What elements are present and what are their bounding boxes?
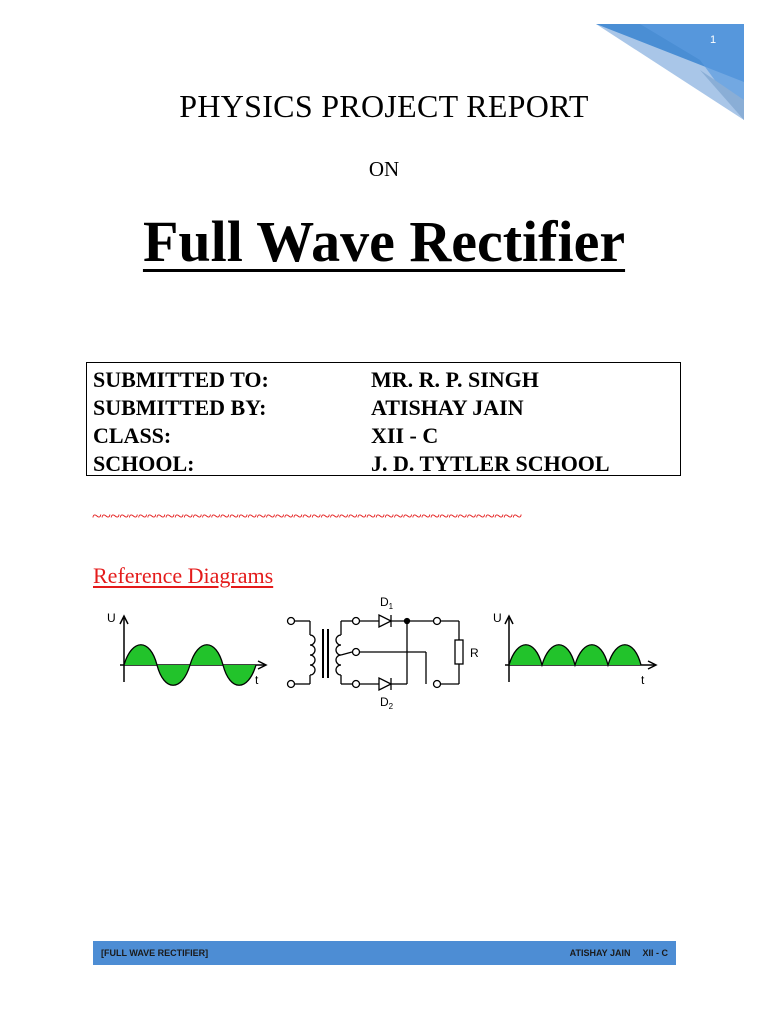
d1-label: D1 xyxy=(380,595,394,611)
footer-title: [FULL WAVE RECTIFIER] xyxy=(101,948,209,958)
corner-decoration xyxy=(596,24,744,120)
ac-waveform-diagram: U t xyxy=(107,611,268,687)
page-number: 1 xyxy=(709,34,717,46)
reference-diagrams: U t xyxy=(107,595,658,711)
info-row-school: SCHOOL: J. D. TYTLER SCHOOL xyxy=(93,450,680,478)
info-box: SUBMITTED TO: MR. R. P. SINGH SUBMITTED … xyxy=(86,362,681,476)
info-key: SCHOOL: xyxy=(93,451,195,476)
tilde-divider: ~~~~~~~~~~~~~~~~~~~~~~~~~~~~~~~~~~~~~~~~… xyxy=(92,506,522,526)
rectifier-circuit-diagram xyxy=(286,613,464,692)
footer-author-class: ATISHAY JAIN XII - C xyxy=(558,948,668,958)
u-axis-label: U xyxy=(107,611,116,625)
info-row-submitted-by: SUBMITTED BY: ATISHAY JAIN xyxy=(93,394,680,422)
footer-author: ATISHAY JAIN xyxy=(569,948,631,958)
info-value: J. D. TYTLER SCHOOL xyxy=(371,451,610,476)
info-key: SUBMITTED TO: xyxy=(93,367,269,392)
info-value: MR. R. P. SINGH xyxy=(371,367,539,392)
footer-class: XII - C xyxy=(642,948,668,958)
reference-heading: Reference Diagrams xyxy=(93,563,274,588)
t-axis-label: t xyxy=(255,673,259,687)
page-footer: [FULL WAVE RECTIFIER] ATISHAY JAIN XII - … xyxy=(93,941,676,965)
main-title: Full Wave Rectifier xyxy=(142,209,626,274)
u-axis-label: U xyxy=(493,611,502,625)
rectified-waveform-diagram: U t xyxy=(493,611,658,687)
resistor-label: R xyxy=(470,646,479,660)
info-key: CLASS: xyxy=(93,423,172,448)
info-key: SUBMITTED BY: xyxy=(93,395,267,420)
report-title: PHYSICS PROJECT REPORT xyxy=(179,88,589,124)
d2-label: D2 xyxy=(380,695,394,711)
on-label: ON xyxy=(368,157,400,181)
info-value: ATISHAY JAIN xyxy=(371,395,524,420)
info-row-submitted-to: SUBMITTED TO: MR. R. P. SINGH xyxy=(93,366,680,394)
info-row-class: CLASS: XII - C xyxy=(93,422,680,450)
t-axis-label: t xyxy=(641,673,645,687)
info-value: XII - C xyxy=(371,423,439,448)
